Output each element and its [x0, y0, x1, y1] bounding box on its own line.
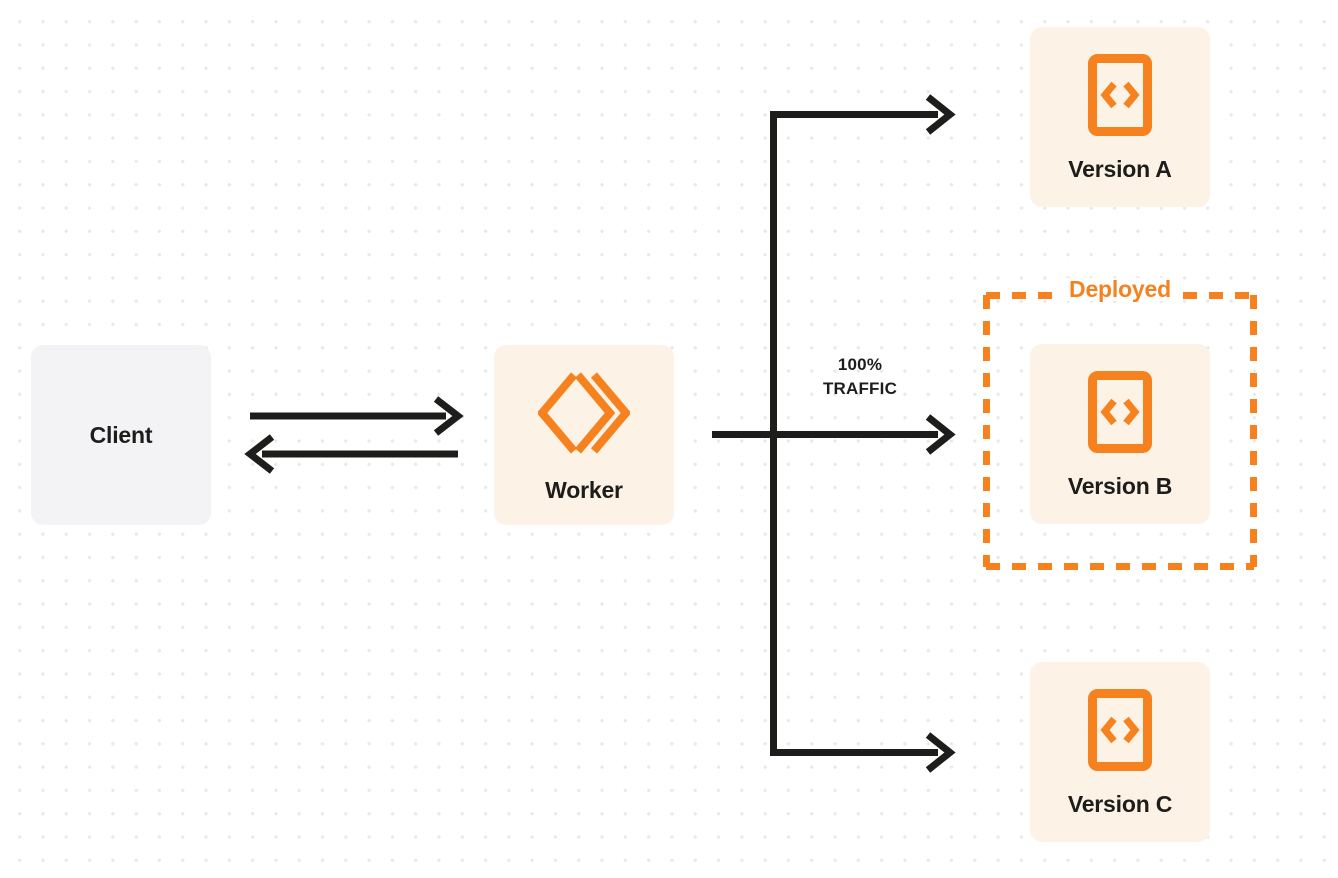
code-file-icon	[1088, 688, 1152, 771]
node-version-c-label: Version C	[1067, 790, 1173, 817]
node-client-label: Client	[89, 421, 153, 448]
code-file-icon	[1088, 370, 1152, 453]
arrow-worker-to-version-b	[712, 414, 956, 455]
node-worker-label: Worker	[545, 476, 623, 503]
arrow-worker-to-version-c	[770, 732, 956, 773]
arrow-worker-to-client	[244, 434, 458, 474]
deployed-group-label: Deployed	[1059, 278, 1181, 301]
traffic-label: 100% TRAFFIC	[789, 353, 931, 401]
arrow-client-to-worker	[250, 396, 464, 436]
node-version-a[interactable]: Version A	[1030, 27, 1210, 207]
node-version-c[interactable]: Version C	[1030, 662, 1210, 842]
traffic-percent: 100%	[837, 355, 883, 374]
node-worker[interactable]: Worker	[494, 345, 674, 525]
node-version-a-label: Version A	[1068, 155, 1172, 182]
traffic-unit: TRAFFIC	[822, 379, 898, 399]
arrow-worker-to-version-a	[770, 94, 956, 135]
node-version-b[interactable]: Version B	[1030, 344, 1210, 524]
node-client[interactable]: Client	[31, 345, 211, 525]
node-version-b-label: Version B	[1067, 472, 1173, 499]
code-file-icon	[1088, 53, 1152, 136]
cloudflare-workers-logo-icon	[536, 369, 632, 457]
